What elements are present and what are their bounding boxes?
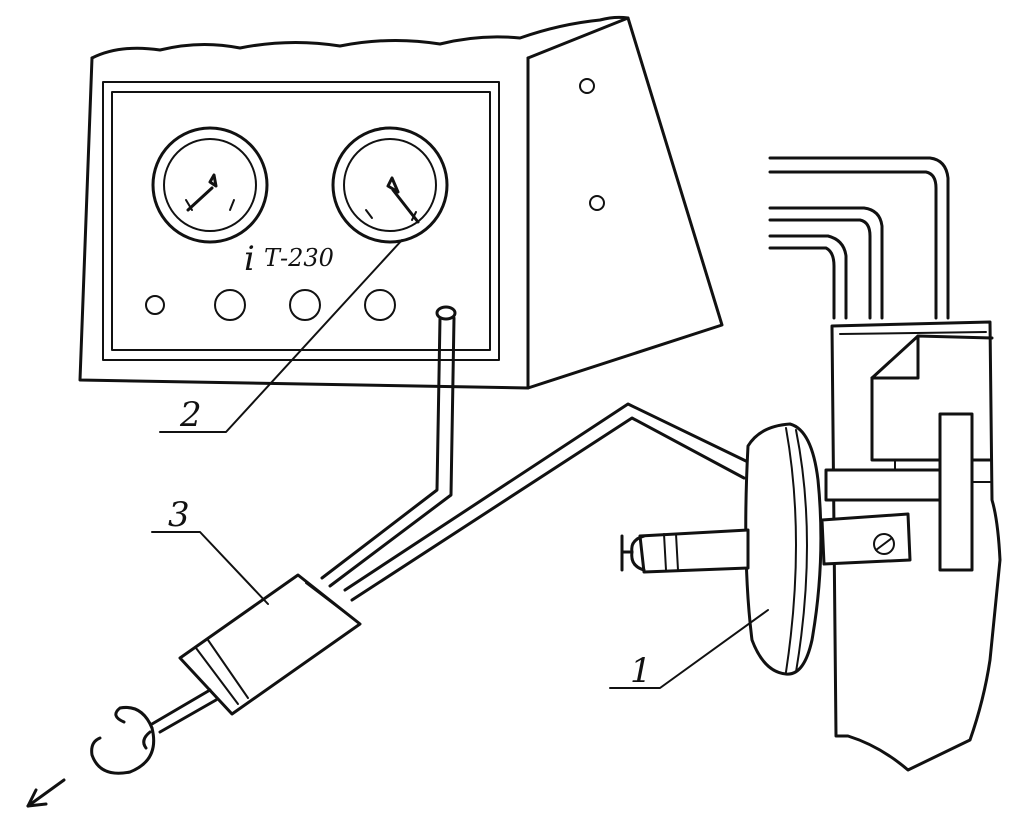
side-screw-top bbox=[579, 78, 595, 94]
device-marking: i Т-230 bbox=[244, 239, 334, 279]
measuring-hose bbox=[320, 316, 456, 588]
callout-3: 3 bbox=[151, 495, 269, 605]
side-screw-bottom bbox=[589, 195, 605, 211]
control-knobs bbox=[145, 289, 457, 321]
callout-2-label: 2 bbox=[179, 395, 202, 435]
control-knob-1 bbox=[214, 289, 246, 321]
callout-3-label: 3 bbox=[168, 495, 190, 535]
control-knob-2 bbox=[289, 289, 321, 321]
control-knob-3 bbox=[364, 289, 396, 321]
device-mark-glyph: i bbox=[244, 239, 255, 279]
device-model-label: Т-230 bbox=[264, 244, 334, 272]
callout-1: 1 bbox=[609, 609, 769, 691]
vacuum-booster bbox=[620, 422, 823, 676]
brake-assembly bbox=[820, 320, 1002, 772]
indicator-light bbox=[145, 295, 165, 315]
hose-connector bbox=[435, 305, 457, 321]
instrument-cabinet: i Т-230 bbox=[78, 15, 724, 390]
vacuum-pipes bbox=[768, 156, 950, 320]
pressure-gauge-right bbox=[331, 126, 449, 244]
pressure-line bbox=[343, 402, 750, 602]
pressure-gauge-left bbox=[151, 126, 269, 244]
callout-2: 2 bbox=[159, 239, 403, 435]
pull-direction-arrow bbox=[26, 778, 66, 808]
dynamometer bbox=[26, 573, 362, 808]
callout-1-label: 1 bbox=[630, 651, 652, 691]
bolt-head bbox=[873, 533, 895, 555]
